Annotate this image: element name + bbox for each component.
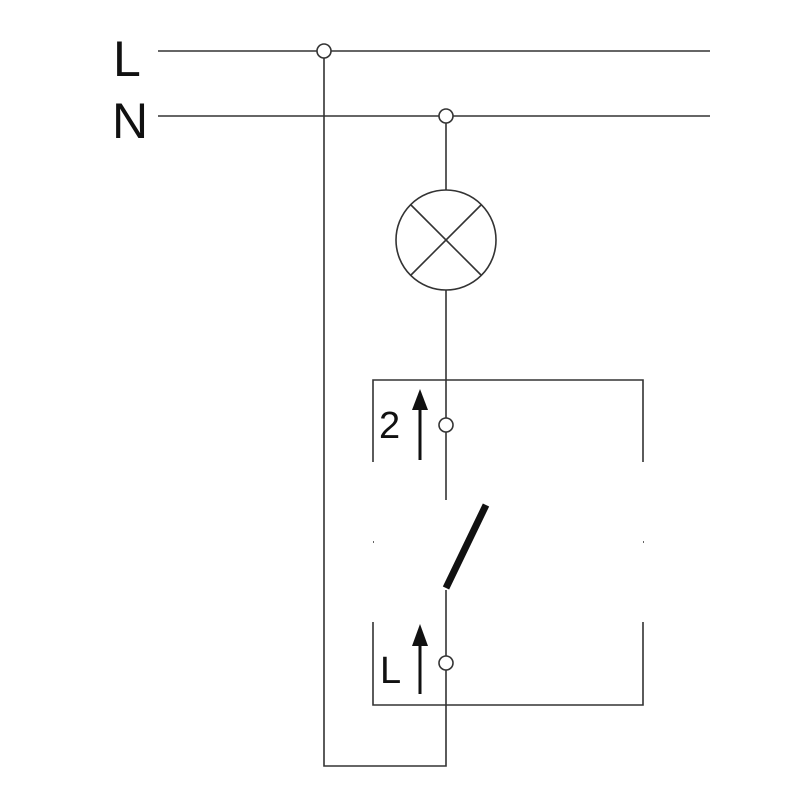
switch-blade (442, 503, 490, 590)
terminal-2-label: 2 (379, 405, 400, 447)
line-feed-wire (323, 51, 447, 767)
lamp-icon (395, 189, 497, 291)
switch-housing (372, 379, 644, 706)
line-junction-terminal (316, 43, 332, 59)
terminal-l-label: L (380, 650, 401, 692)
arrow-up-icon (412, 389, 428, 460)
arrow-up-icon (412, 624, 428, 694)
switch-terminal-2 (438, 417, 454, 433)
neutral-junction-terminal (438, 108, 454, 124)
line-label: L (113, 31, 141, 87)
neutral-label: N (112, 93, 148, 149)
switch-terminal-l (438, 655, 454, 671)
